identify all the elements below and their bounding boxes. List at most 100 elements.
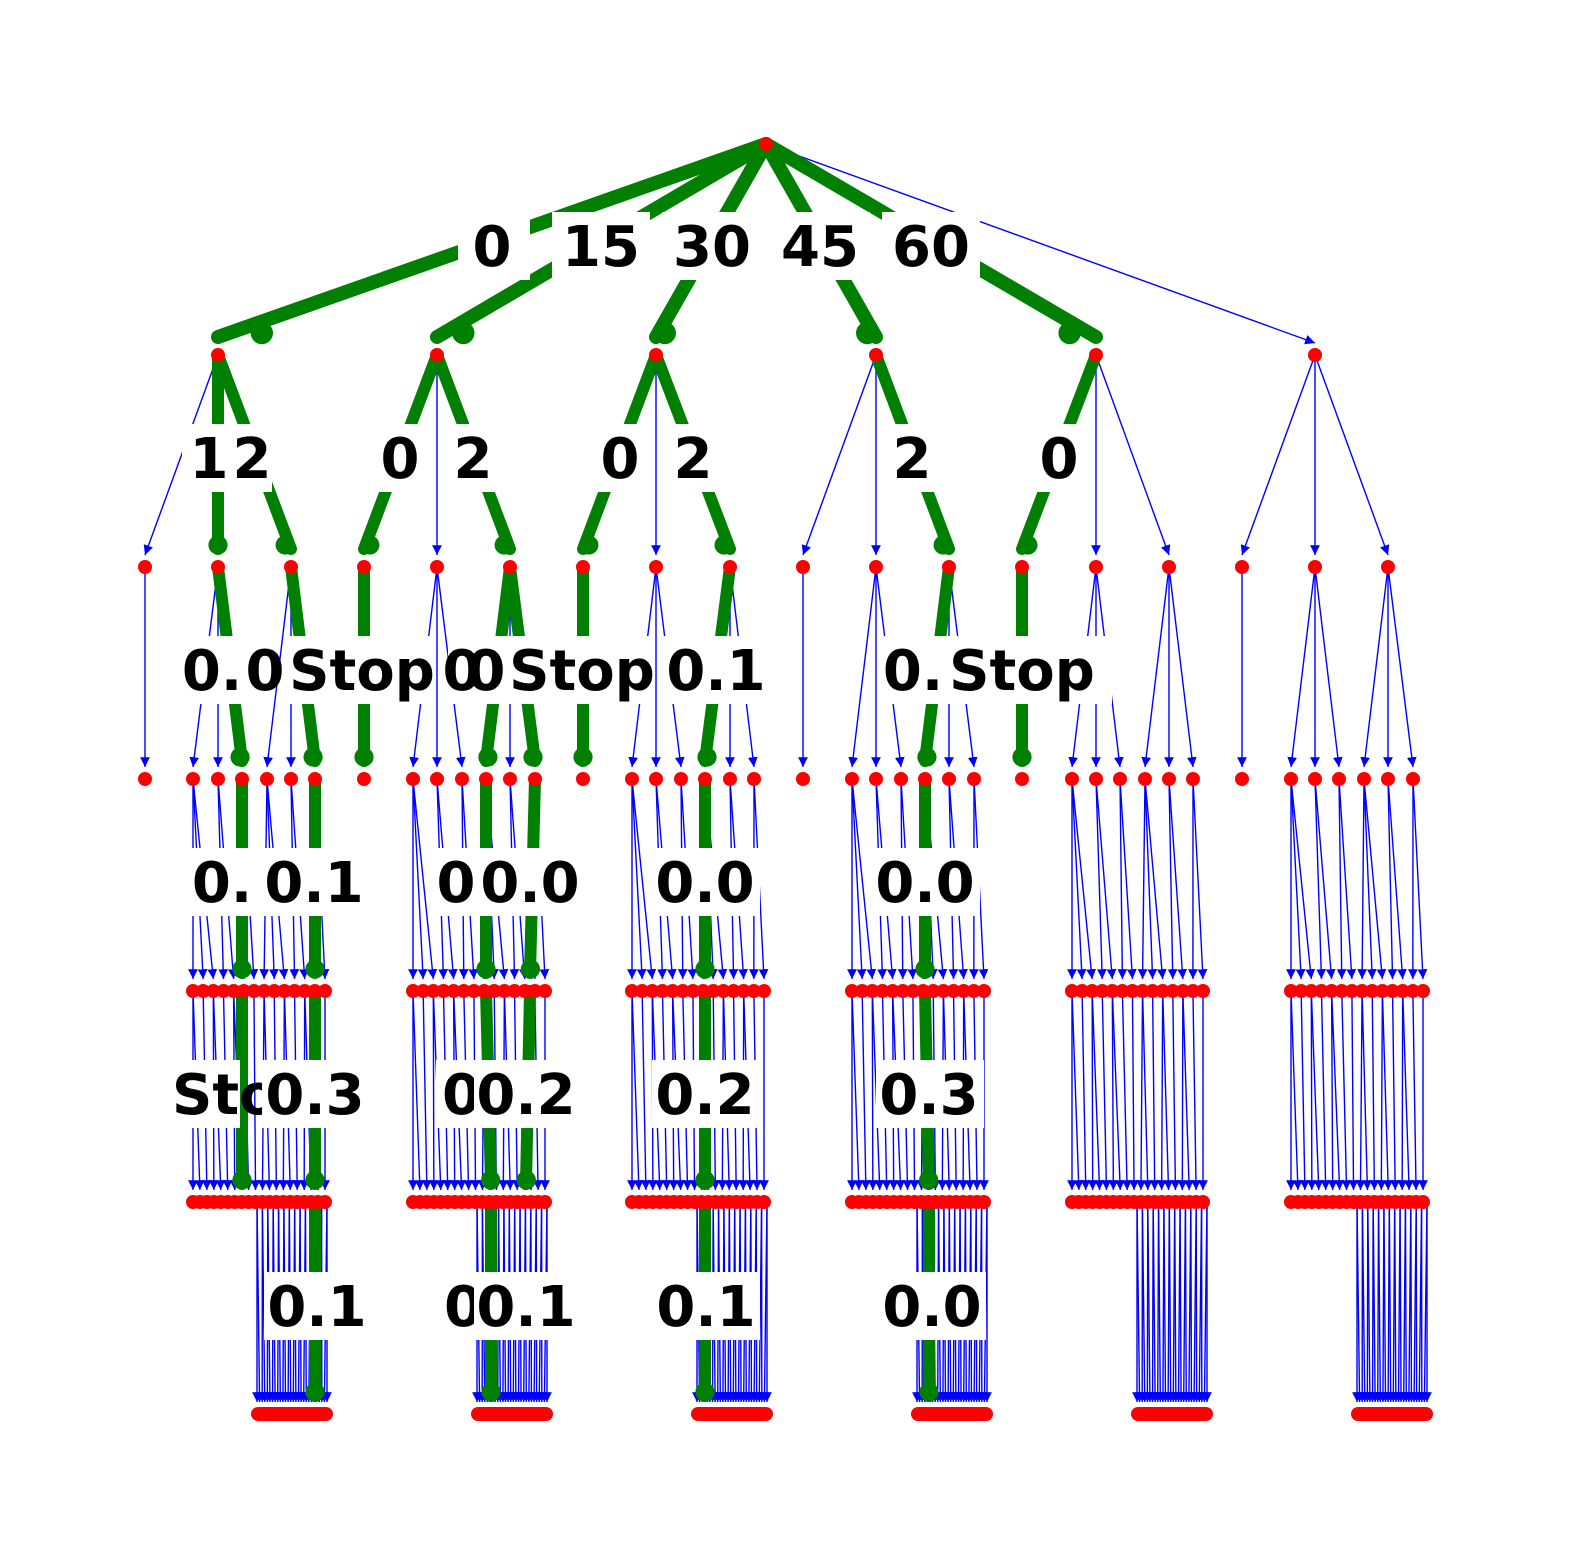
tree-edge-l6 bbox=[1165, 1201, 1176, 1403]
level4-node bbox=[426, 984, 441, 998]
tree-edge-l3 bbox=[1314, 566, 1343, 768]
level3-node bbox=[918, 772, 932, 786]
tree-edge-l6 bbox=[1380, 1201, 1391, 1403]
tree-edge-l4 bbox=[1290, 778, 1306, 980]
tree-edge-l4 bbox=[851, 778, 867, 980]
label-level5-d: 0.2 bbox=[476, 1063, 575, 1128]
tree-edge-l4 bbox=[1119, 778, 1137, 980]
level3-node bbox=[284, 772, 298, 786]
level5-node bbox=[318, 1195, 332, 1209]
level4-node bbox=[497, 984, 512, 998]
highlight-edge-head bbox=[232, 959, 252, 979]
level3-node bbox=[894, 772, 908, 786]
level5-node bbox=[1416, 1195, 1430, 1209]
level4-node bbox=[645, 984, 660, 998]
level3-node bbox=[1065, 772, 1079, 786]
tree-edge-l6 bbox=[1144, 1201, 1155, 1403]
label-level4-e: 0.0 bbox=[655, 851, 754, 916]
tree-edge-l6 bbox=[1385, 1201, 1396, 1403]
tree-edge-l4 bbox=[631, 778, 657, 980]
level4-node bbox=[936, 984, 951, 998]
tree-edge-l5 bbox=[428, 990, 439, 1191]
tree-edge-l5 bbox=[1182, 990, 1194, 1191]
level3-node bbox=[455, 772, 469, 786]
tree-edge-l5 bbox=[1306, 990, 1317, 1191]
leaf-node-cluster bbox=[1351, 1407, 1433, 1421]
tree-edge-l2 bbox=[1240, 354, 1316, 556]
level4-node bbox=[216, 984, 231, 998]
label-level2-e: 0 bbox=[601, 427, 640, 492]
level3-node bbox=[235, 772, 249, 786]
tree-edge-l4 bbox=[631, 778, 647, 980]
tree-edge-l5 bbox=[1341, 990, 1352, 1191]
tree-edge-l6 bbox=[1186, 1201, 1197, 1403]
label-level2-g: 2 bbox=[893, 427, 932, 492]
label-level2-a: 1 bbox=[190, 427, 229, 492]
level3-node bbox=[649, 772, 663, 786]
tree-edge-l5 bbox=[1091, 990, 1105, 1191]
highlight-edge-head bbox=[933, 535, 953, 555]
level4-node bbox=[665, 984, 680, 998]
level4-node bbox=[186, 984, 200, 998]
highlight-edge-head bbox=[1018, 535, 1038, 555]
level4-node bbox=[1185, 984, 1200, 998]
level4-node bbox=[865, 984, 880, 998]
level4-node bbox=[1196, 984, 1210, 998]
tree-edge-l5 bbox=[1401, 990, 1414, 1191]
level3-node bbox=[967, 772, 981, 786]
tree-edge-l6 bbox=[254, 1201, 265, 1403]
level3-node bbox=[869, 772, 883, 786]
leaf-node-cluster bbox=[251, 1407, 333, 1421]
level4-node bbox=[1344, 984, 1359, 998]
tree-edge-l3 bbox=[1387, 566, 1417, 768]
tree-edge-l4 bbox=[1095, 778, 1107, 980]
tree-edge-l5 bbox=[1361, 990, 1373, 1191]
highlight-edge-head bbox=[476, 959, 496, 979]
level4-node bbox=[1135, 984, 1150, 998]
highlight-edge-head bbox=[1012, 747, 1032, 767]
tree-edge-l5 bbox=[1136, 990, 1146, 1191]
level3-node bbox=[1113, 772, 1127, 786]
level3-node bbox=[1284, 772, 1298, 786]
level2-node bbox=[869, 560, 883, 574]
level4-node bbox=[1355, 984, 1370, 998]
level2-node bbox=[1162, 560, 1176, 574]
level4-node bbox=[446, 984, 461, 998]
highlight-edge-head bbox=[303, 747, 323, 767]
leaf-node-cluster bbox=[1131, 1407, 1213, 1421]
level2-node bbox=[796, 560, 810, 574]
tree-nodes bbox=[138, 137, 1433, 1421]
label-level4-c: 0 bbox=[437, 851, 476, 916]
level2-node bbox=[723, 560, 737, 574]
level3-node bbox=[625, 772, 639, 786]
level4-node bbox=[1105, 984, 1120, 998]
level1-node bbox=[869, 348, 883, 362]
level3-node bbox=[479, 772, 493, 786]
level4-node bbox=[696, 984, 711, 998]
highlight-edge-head bbox=[714, 535, 734, 555]
label-level3-d: 0 bbox=[467, 639, 506, 704]
tree-edge-l5 bbox=[1101, 990, 1112, 1191]
highlight-edge-head bbox=[697, 747, 717, 767]
tree-edge-l5 bbox=[1080, 990, 1091, 1191]
level4-node bbox=[538, 984, 552, 998]
tree-edge-l6 bbox=[1170, 1201, 1181, 1403]
level4-node bbox=[625, 984, 639, 998]
level4-node bbox=[1365, 984, 1380, 998]
tree-edge-l4 bbox=[1071, 778, 1097, 980]
tree-edge-l6 bbox=[1390, 1201, 1401, 1403]
tree-edge-l5 bbox=[1327, 990, 1338, 1191]
level3-node bbox=[1308, 772, 1322, 786]
level3-node bbox=[211, 772, 225, 786]
label-level2-c: 0 bbox=[381, 427, 420, 492]
highlight-edge-head bbox=[478, 747, 498, 767]
label-level4-d: 0.0 bbox=[480, 851, 579, 916]
level4-node bbox=[517, 984, 532, 998]
tree-edge-l5 bbox=[1299, 990, 1310, 1191]
level4-node bbox=[895, 984, 910, 998]
highlight-edge-head bbox=[919, 1382, 939, 1402]
level4-node bbox=[466, 984, 481, 998]
level3-node bbox=[503, 772, 517, 786]
tree-edge-l5 bbox=[1191, 990, 1201, 1191]
level5-node bbox=[757, 1195, 771, 1209]
